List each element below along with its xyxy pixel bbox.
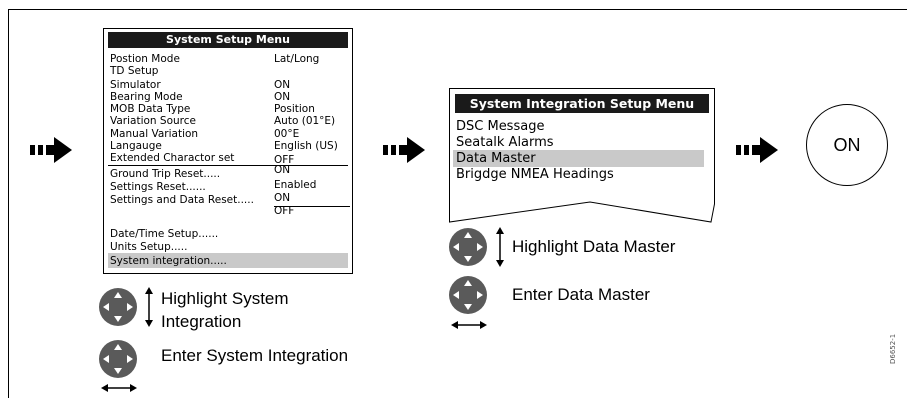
up-down-arrow-icon [145,287,153,327]
menu-label: Variation Source [110,115,196,127]
caption-enter-system: Enter System Integration [161,346,349,365]
menu-label: Langauge [110,140,162,152]
menu-value: ON [274,91,291,103]
menu-item-data-master[interactable]: Data Master [456,151,536,166]
system-setup-title: System Setup Menu [108,32,348,48]
menu-value: ON [274,79,291,91]
caption-highlight-system: Highlight System [161,289,289,308]
menu-label: Settings Reset...... [110,181,206,193]
figure-code: D6652-1 [889,333,897,364]
caption-integration: Integration [161,312,242,331]
menu-value: Auto (01°E) [274,115,336,127]
figure-frame [8,9,907,398]
flow-arrow-3 [736,137,778,163]
left-right-arrow-icon [101,384,137,392]
menu-label: TD Setup [110,65,159,77]
menu-item-dsc-message[interactable]: DSC Message [456,119,545,134]
up-down-arrow-icon [496,227,504,267]
menu-value: Position [274,103,315,115]
menu-item-seatalk-alarms[interactable]: Seatalk Alarms [456,135,554,150]
menu-label: Extended Charactor set [110,152,235,164]
integration-title: System Integration Setup Menu [455,94,709,113]
menu-value: 00°E [274,128,300,140]
dpad-icon[interactable] [448,227,488,267]
menu-value: Enabled [274,179,317,191]
menu-value: Lat/Long [274,53,320,65]
menu-label: Postion Mode [110,53,180,65]
dpad-icon[interactable] [448,275,488,315]
left-right-arrow-icon [451,321,487,329]
menu-value: ON [274,192,291,204]
menu-label: Ground Trip Reset..... [110,168,221,180]
system-integration-menu: System Integration Setup Menu DSC Messag… [449,88,715,226]
menu-label: Units Setup..... [110,241,188,253]
menu-item-nmea-headings[interactable]: Brigdge NMEA Headings [456,167,614,182]
menu-value: OFF [274,154,295,166]
menu-label: Settings and Data Reset..... [110,194,254,206]
divider [274,206,350,207]
dpad-icon[interactable] [98,287,138,327]
menu-label: Date/Time Setup...... [110,228,219,240]
flow-arrow-2 [383,137,425,163]
menu-label: Bearing Mode [110,91,183,103]
caption-enter-data: Enter Data Master [512,285,650,304]
caption-highlight-data: Highlight Data Master [512,237,676,256]
menu-label: Simulator [110,79,161,91]
menu-item-system-integration[interactable]: System integration..... [110,255,227,267]
system-setup-menu: System Setup Menu Postion Mode Lat/Long … [103,28,353,274]
menu-label: MOB Data Type [110,103,191,115]
flow-arrow-1 [30,137,72,163]
highlight-bar [108,253,348,268]
menu-value: ON [274,164,291,176]
menu-value: OFF [274,205,295,217]
dpad-icon[interactable] [98,339,138,379]
highlight-bar [453,150,704,167]
on-button[interactable]: ON [806,104,888,186]
menu-label: Manual Variation [110,128,199,140]
menu-value: English (US) [274,140,338,152]
divider [108,165,348,166]
